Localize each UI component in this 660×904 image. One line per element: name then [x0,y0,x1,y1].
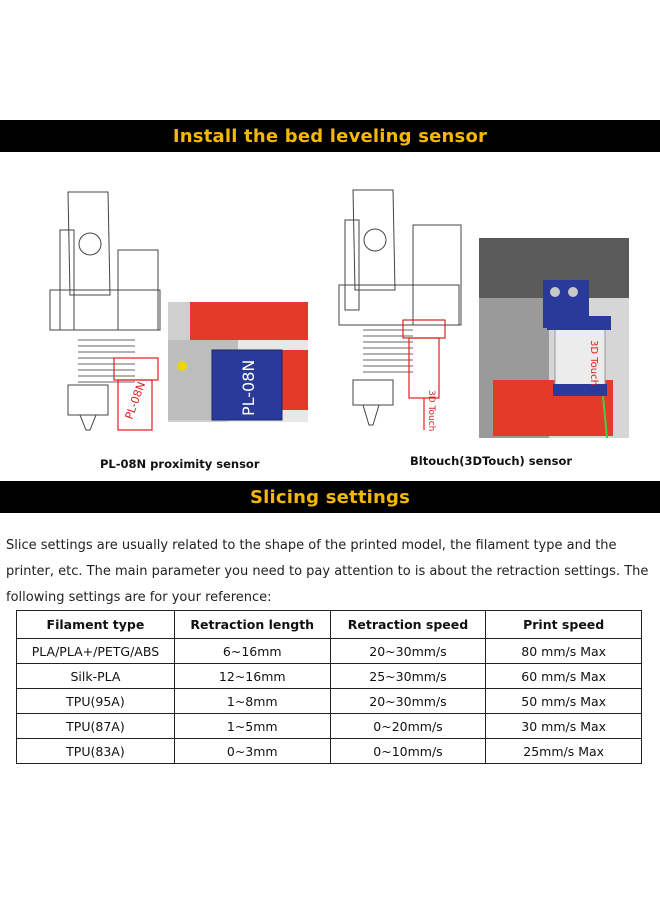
cell-filament: TPU(95A) [16,688,175,714]
cell-retraction-length: 12~16mm [173,663,331,689]
cell-retraction-speed: 0~20mm/s [329,713,487,739]
pl08n-photo-label: PL-08N [239,360,258,416]
cell-filament: PLA/PLA+/PETG/ABS [16,638,175,664]
cell-retraction-speed: 0~10mm/s [329,738,487,764]
cell-filament: TPU(83A) [16,738,175,764]
header-retraction-speed: Retraction speed [329,610,487,639]
slicing-banner: Slicing settings [0,481,660,513]
cell-retraction-length: 1~5mm [173,713,331,739]
svg-text:PL-08N: PL-08N [123,380,148,421]
header-filament-type: Filament type [16,610,175,639]
header-print-speed: Print speed [485,610,642,639]
table-row: PLA/PLA+/PETG/ABS 6~16mm 20~30mm/s 80 mm… [16,638,642,664]
table-row: TPU(95A) 1~8mm 20~30mm/s 50 mm/s Max [16,688,642,714]
table-row: TPU(83A) 0~3mm 0~10mm/s 25mm/s Max [16,738,642,764]
cell-print-speed: 60 mm/s Max [485,663,642,689]
cell-print-speed: 80 mm/s Max [485,638,642,664]
cell-retraction-length: 6~16mm [173,638,331,664]
header-retraction-length: Retraction length [173,610,331,639]
cell-retraction-length: 0~3mm [173,738,331,764]
slicing-banner-title: Slicing settings [249,486,411,508]
table-header-row: Filament type Retraction length Retracti… [16,610,642,639]
slice-settings-intro: Slice settings are usually related to th… [6,538,649,605]
install-banner: Install the bed leveling sensor [0,120,660,152]
pl08n-caption: PL-08N proximity sensor [100,457,260,471]
install-banner-title: Install the bed leveling sensor [172,125,488,147]
bltouch-caption: Bltouch(3DTouch) sensor [410,454,573,468]
cell-print-speed: 30 mm/s Max [485,713,642,739]
bltouch-sensor-illustration: 3D Touch 3D Touch [338,189,629,439]
pl08n-sensor-illustration: PL-08N PL-08N [49,191,308,431]
cell-retraction-speed: 25~30mm/s [329,663,487,689]
cell-retraction-speed: 20~30mm/s [329,638,487,664]
table-row: Silk-PLA 12~16mm 25~30mm/s 60 mm/s Max [16,663,642,689]
cell-print-speed: 25mm/s Max [485,738,642,764]
bltouch-photo-label: 3D Touch [588,340,599,386]
cell-filament: TPU(87A) [16,713,175,739]
cell-filament: Silk-PLA [16,663,175,689]
slicing-settings-table: Filament type Retraction length Retracti… [16,610,642,764]
table-row: TPU(87A) 1~5mm 0~20mm/s 30 mm/s Max [16,713,642,739]
svg-text:3D Touch: 3D Touch [426,390,436,431]
cell-print-speed: 50 mm/s Max [485,688,642,714]
cell-retraction-speed: 20~30mm/s [329,688,487,714]
cell-retraction-length: 1~8mm [173,688,331,714]
